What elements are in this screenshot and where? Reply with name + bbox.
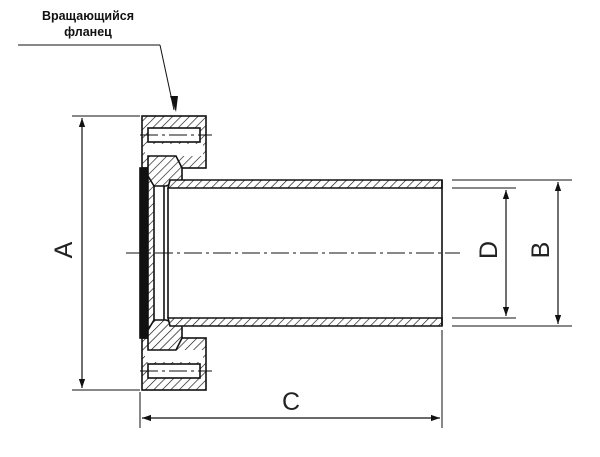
dimension-lines	[78, 118, 562, 422]
dim-label-b: B	[527, 242, 555, 259]
rotating-flange-label-line2: фланец	[64, 25, 112, 39]
extension-lines	[72, 115, 572, 428]
callout-leader	[18, 44, 175, 111]
dim-label-a: A	[50, 241, 78, 258]
rotating-flange-label: Вращающийся фланец	[14, 8, 162, 40]
pipe-wall-bottom	[166, 317, 443, 327]
dim-label-c: C	[282, 388, 300, 416]
rotating-flange-label-line1: Вращающийся	[41, 9, 135, 23]
pipe	[163, 179, 443, 327]
dim-label-d: D	[475, 241, 503, 259]
flange-ring-inner-top	[145, 144, 203, 156]
centre-lines	[126, 134, 460, 372]
callout-leader-arrowhead	[170, 96, 178, 112]
flange-ring-inner-bottom	[145, 350, 203, 362]
pipe-wall-top	[166, 179, 443, 189]
